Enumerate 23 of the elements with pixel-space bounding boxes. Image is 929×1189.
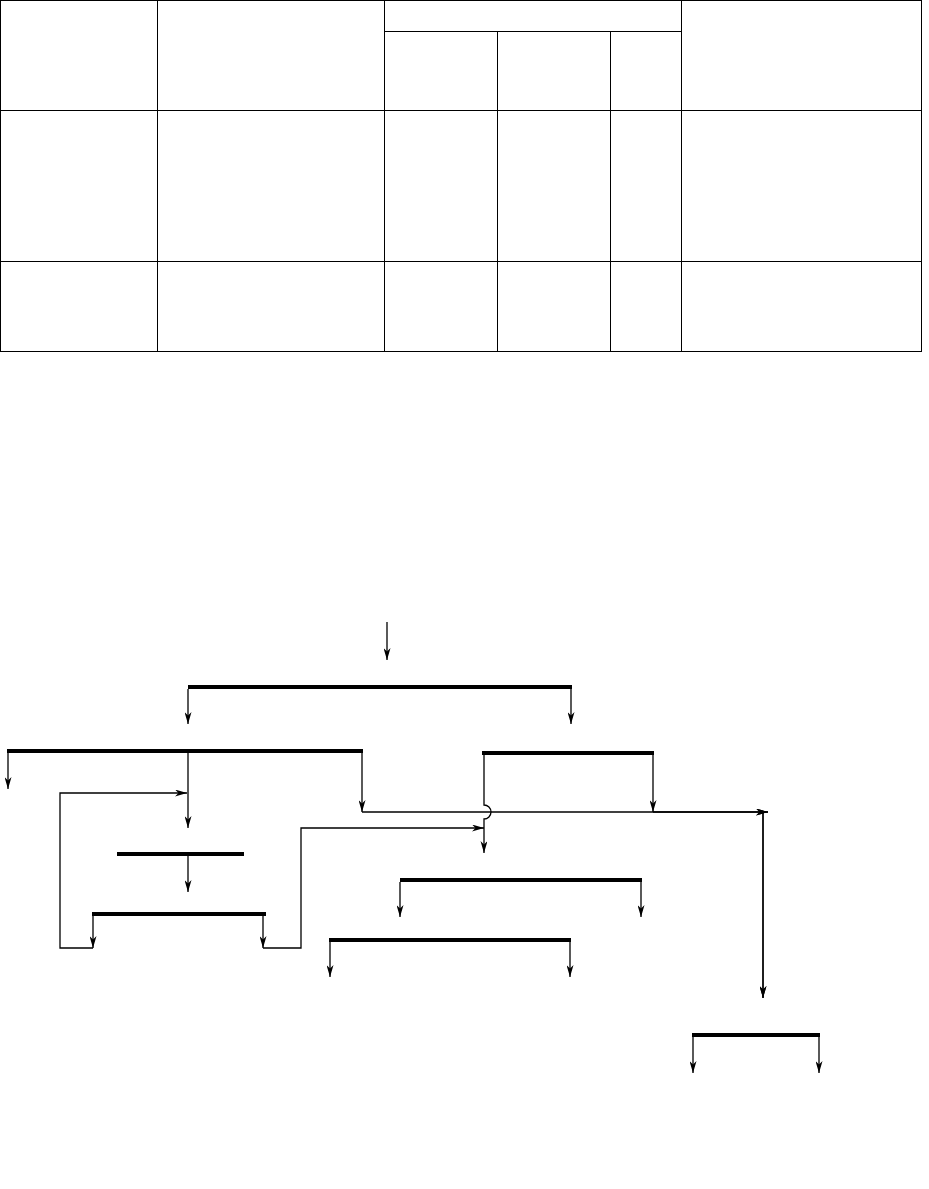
arrow [326,941,334,978]
branch-bar [188,685,572,689]
branch-bar [482,751,654,755]
branch-bar [692,1033,820,1037]
branch-bar [92,912,266,916]
arrow [815,1036,823,1074]
arrow [4,752,12,790]
elbow-arrow [649,754,769,999]
branch-bar [7,749,363,753]
branch-bar [400,878,642,882]
arrow [184,855,192,893]
arrow [184,688,192,725]
arrow [689,1036,697,1074]
arrow [637,881,645,918]
arrow [567,688,575,725]
arrow [566,941,574,978]
elbow-arrow [59,789,188,949]
arrow [184,752,192,829]
branch-bar [117,852,244,856]
branch-bar [329,938,571,942]
elbow-arrow [259,824,485,949]
arrow [396,881,404,918]
arrow [480,754,492,854]
